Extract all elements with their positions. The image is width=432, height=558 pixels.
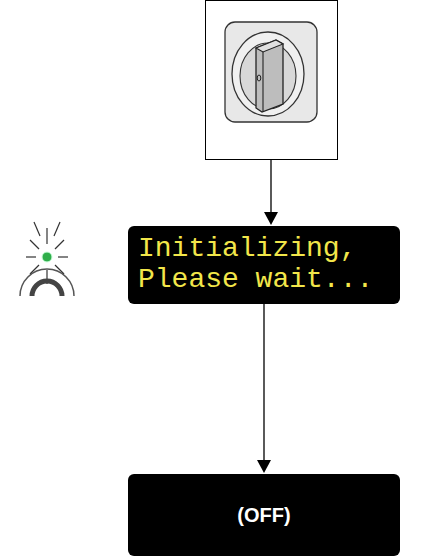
display-screen: Initializing, Please wait... bbox=[128, 226, 400, 304]
led-icon bbox=[20, 222, 74, 296]
switch-arrow bbox=[264, 160, 278, 225]
display-state: (OFF) bbox=[128, 474, 400, 556]
node-text: Initializing, Please wait... bbox=[138, 234, 390, 296]
node-text: (OFF) bbox=[237, 504, 290, 527]
flow-arrow bbox=[257, 304, 271, 473]
switch-panel bbox=[206, 1, 338, 160]
